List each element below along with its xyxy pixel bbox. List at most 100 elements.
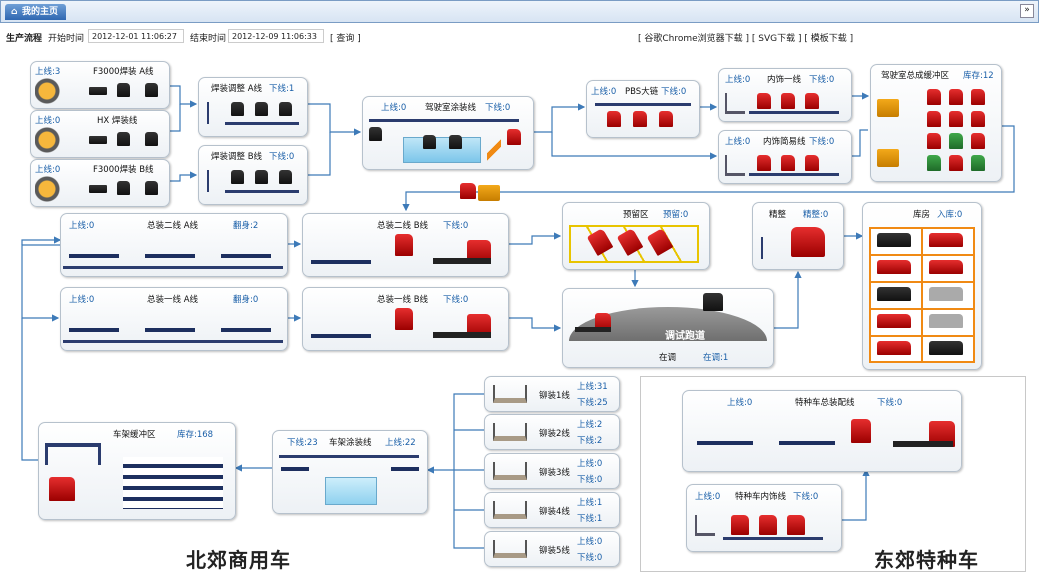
frame-stack	[123, 457, 223, 509]
chassis-frame	[697, 441, 753, 445]
region-label-north: 北郊商用车	[186, 548, 291, 572]
weld-line-a[interactable]: 上线:3 F3000焊装 A线	[30, 61, 170, 109]
truck-frame-carrier	[49, 477, 75, 501]
assembly-line-2b[interactable]: 总装二线 B线 下线:0	[302, 213, 509, 277]
cab-shell	[255, 102, 268, 116]
cab-painted	[787, 515, 805, 535]
welding-robot-icon	[35, 176, 65, 202]
cab-painted	[607, 111, 621, 127]
cab-stored	[971, 89, 985, 105]
cab-painted	[507, 129, 521, 145]
panel-part	[89, 87, 107, 95]
panel-part	[89, 136, 107, 144]
frame-jig-icon	[493, 501, 527, 519]
end-time-input[interactable]: 2012-12-09 11:06:33	[228, 29, 324, 43]
conveyor	[723, 537, 823, 540]
rivet-line-5[interactable]: 铆装5线 上线:0 下线:0	[484, 531, 620, 567]
finished-truck	[791, 227, 825, 257]
stored-truck	[877, 233, 911, 247]
home-icon: ⌂	[11, 7, 18, 17]
reserve-area[interactable]: 预留区 预留:0	[562, 202, 710, 270]
cab-stored	[971, 155, 985, 171]
chassis-frame	[311, 260, 371, 264]
chassis-frame	[221, 328, 271, 332]
rivet-line-4[interactable]: 铆装4线 上线:1 下线:1	[484, 492, 620, 528]
frame-jig-icon	[493, 423, 527, 441]
cab-painted	[805, 93, 819, 109]
frame-paint-line[interactable]: 下线:23 车架涂装线 上线:22	[272, 430, 428, 514]
rivet-line-1[interactable]: 铆装1线 上线:31 下线:25	[484, 376, 620, 412]
toolbar: 生产流程 开始时间 2012-12-01 11:06:27 结束时间 2012-…	[6, 29, 1032, 45]
download-links[interactable]: [ 谷歌Chrome浏览器下载 ] [ SVG下载 ] [ 模板下载 ]	[638, 34, 854, 44]
assembly-line-1a[interactable]: 上线:0 总装一线 A线 翻身:0	[60, 287, 288, 351]
warehouse[interactable]: 库房 入库:0	[862, 202, 982, 370]
weld-adjust-b[interactable]: 焊装调整 B线 下线:0	[198, 145, 308, 205]
cab-shell	[255, 170, 268, 184]
special-assembly-line[interactable]: 上线:0 特种车总装配线 下线:0	[682, 390, 962, 472]
gantry-crane	[45, 443, 101, 465]
tractor-truck	[893, 421, 955, 455]
trim-line-1[interactable]: 上线:0 内饰一线 下线:0	[718, 68, 852, 122]
cab-painted	[757, 93, 771, 109]
workstation-icon	[725, 155, 745, 176]
stored-truck	[877, 314, 911, 328]
double-chevron-down-icon[interactable]: »	[1020, 4, 1034, 18]
pbs-chain[interactable]: 上线:0 PBS大链 下线:0	[586, 80, 700, 138]
rivet-line-2[interactable]: 铆装2线 上线:2 下线:2	[484, 414, 620, 450]
weld-adjust-a[interactable]: 焊装调整 A线 下线:1	[198, 77, 308, 137]
conveyor	[749, 111, 839, 114]
end-time-label: 结束时间	[190, 34, 227, 44]
cab-painted	[633, 111, 647, 127]
finishing[interactable]: 精整 精整:0	[752, 202, 844, 270]
chassis-frame	[779, 441, 835, 445]
cab-shell	[145, 83, 158, 97]
section-title: 生产流程	[6, 34, 43, 44]
overhead-conveyor	[369, 119, 519, 122]
assembly-conveyor	[63, 340, 283, 343]
chassis-frame	[69, 328, 119, 332]
cab-stored	[949, 155, 963, 171]
cab-stored	[949, 133, 963, 149]
cab-painted	[781, 93, 795, 109]
cab-stored	[971, 133, 985, 149]
rivet-line-3[interactable]: 铆装3线 上线:0 下线:0	[484, 453, 620, 489]
cab-shell	[231, 102, 244, 116]
overhead-conveyor	[279, 455, 419, 458]
trim-line-simple[interactable]: 上线:0 内饰简易线 下线:0	[718, 130, 852, 184]
cab-painted	[851, 419, 871, 443]
cab-stored	[949, 111, 963, 127]
assembly-line-1b[interactable]: 总装一线 B线 下线:0	[302, 287, 509, 351]
tractor-truck	[433, 240, 493, 270]
welding-robot-icon	[35, 78, 65, 104]
cab-paint-line[interactable]: 上线:0 驾驶室涂装线 下线:0	[362, 96, 534, 170]
start-time-input[interactable]: 2012-12-01 11:06:27	[88, 29, 184, 43]
cab-assembly-buffer[interactable]: 驾驶室总成缓冲区 库存:12	[870, 64, 1002, 182]
tab-home[interactable]: ⌂我的主页	[5, 4, 67, 20]
stored-truck	[929, 260, 963, 274]
weld-line-b[interactable]: 上线:0 F3000焊装 B线	[30, 159, 170, 207]
chassis-frame	[221, 254, 271, 258]
cab-shell	[231, 170, 244, 184]
cab-shell	[117, 181, 130, 195]
test-track[interactable]: 调试跑道 在调 在调:1	[562, 288, 774, 368]
stored-truck	[929, 233, 963, 247]
conveyor	[225, 122, 299, 125]
tab-bar: ⌂我的主页 »	[0, 0, 1039, 23]
frame-buffer[interactable]: 车架缓冲区 库存:168	[38, 422, 236, 520]
weld-line-hx[interactable]: 上线:0 HX 焊装线	[30, 110, 170, 158]
cab-stored	[927, 111, 941, 127]
query-button[interactable]: [ 查询 ]	[330, 34, 361, 44]
chassis-frame	[311, 334, 371, 338]
special-trim-line[interactable]: 上线:0 特种车内饰线 下线:0	[686, 484, 842, 552]
conveyor	[749, 173, 839, 176]
cab-painted	[395, 308, 413, 330]
cab-stored	[971, 111, 985, 127]
worker-icon	[207, 102, 217, 124]
chassis-frame	[281, 467, 309, 471]
cab-shell	[279, 102, 292, 116]
assembly-line-2a[interactable]: 上线:0 总装二线 A线 翻身:2	[60, 213, 288, 277]
paint-tank	[403, 137, 481, 163]
stored-truck	[929, 341, 963, 355]
welding-robot-icon	[35, 127, 65, 153]
